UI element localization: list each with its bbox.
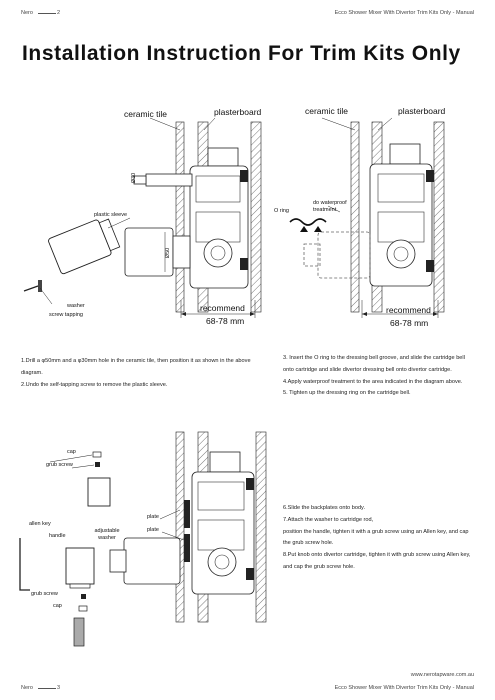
header-brand: Nero — [21, 10, 33, 16]
d1-washer-label: washer — [67, 303, 85, 309]
d2-recommend-label: recommend — [386, 305, 431, 315]
d2-range-label: 68-78 mm — [390, 318, 429, 328]
d3-grub-screw2-label: grub screw — [31, 591, 58, 597]
steps-right: 3. Insert the O ring to the dressing bel… — [283, 353, 473, 400]
step-3: 3. Insert the O ring to the dressing bel… — [283, 355, 465, 373]
step-7-cont: position the handle, tighten it with a g… — [283, 528, 469, 547]
footer-page-number: 3 — [57, 685, 61, 691]
step-5: 5. Tighten up the dressing ring on the c… — [283, 390, 411, 397]
d3-cap2-label: cap — [53, 603, 62, 609]
header-page-number: 2 — [57, 10, 61, 16]
d2-waterproof-label: do waterproof treatment — [313, 200, 347, 213]
footer-url: www.nerotapware.com.au — [410, 672, 474, 678]
d1-recommend-label: recommend — [200, 303, 245, 313]
d3-grub-screw-label: grub screw — [46, 462, 73, 468]
step-4: 4.Apply waterproof treatment to the area… — [283, 378, 463, 385]
footer-doc-title: Ecco Shower Mixer With Divertor Trim Kit… — [334, 685, 474, 691]
d2-plasterboard-label: plasterboard — [398, 106, 446, 116]
footer-brand: Nero — [21, 685, 33, 691]
d3-plate2-label: plate — [147, 527, 159, 533]
d2-ceramic-tile-label: ceramic tile — [305, 106, 348, 116]
d2-o-ring-label: O ring — [274, 208, 289, 214]
step-6: 6.Slide the backplates onto body. — [283, 505, 365, 511]
d3-plate1-label: plate — [147, 514, 159, 520]
header-rule — [38, 13, 56, 14]
d1-plasterboard-label: plasterboard — [214, 107, 262, 117]
d3-adjustable-washer-label: adjustable washer — [94, 528, 120, 541]
footer-rule — [38, 688, 56, 689]
step-7: 7.Attach the washer to cartridge rod, — [283, 516, 374, 523]
d1-ceramic-tile-label: ceramic tile — [124, 109, 167, 119]
page-title: Installation Instruction For Trim Kits O… — [22, 42, 461, 65]
d3-cap-label: cap — [67, 449, 76, 455]
header-doc-title: Ecco Shower Mixer With Divertor Trim Kit… — [334, 10, 474, 16]
d1-plastic-sleeve-label: plastic sleeve — [94, 212, 128, 218]
d1-screw-tapping-label: screw tapping — [49, 312, 83, 318]
d1-range-label: 68-78 mm — [206, 316, 245, 326]
step-8: 8.Put knob onto divertor cartridge, tigh… — [283, 552, 471, 570]
d1-dim50-label: Ø50 — [165, 247, 172, 259]
d3-allen-key-label: allen key — [29, 521, 51, 527]
d3-handle-label: handle — [49, 533, 66, 539]
d1-dim30-label: Ø30 — [131, 172, 138, 184]
steps-left: 1.Drill a φ50mm and a φ30mm hole in the … — [21, 356, 251, 391]
step-2: 2.Undo the self-tapping screw to remove … — [21, 381, 168, 388]
step-1: 1.Drill a φ50mm and a φ30mm hole in the … — [21, 358, 251, 376]
steps-bottom: 6.Slide the backplates onto body. 7.Atta… — [283, 503, 473, 574]
